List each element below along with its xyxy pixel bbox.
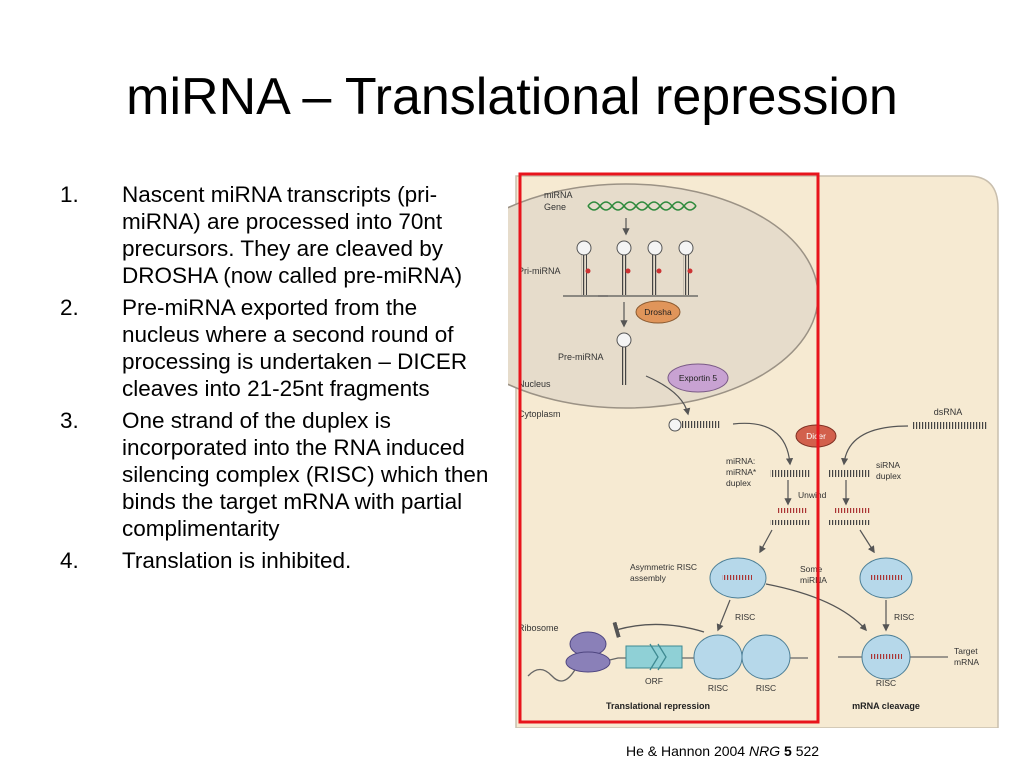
mrna-cleavage-caption: mRNA cleavage (852, 701, 920, 711)
mrna-strand (527, 657, 808, 682)
nucleus-label: Nucleus (518, 379, 551, 389)
step-number: 3. (60, 408, 79, 433)
ribosome-icon (565, 631, 611, 673)
translational-repression-caption: Translational repression (606, 701, 710, 711)
pre-mirna-label: Pre-miRNA (558, 352, 604, 362)
risc-complex (741, 634, 791, 680)
some-mirna-label-line2: miRNA (800, 575, 827, 585)
mirna-pathway-figure: miRNA Gene Pri-miRNA Drosha Pre-miRNA Ex… (508, 172, 999, 728)
risc-label: RISC (876, 678, 896, 688)
arrow (841, 425, 909, 466)
target-mrna-label-line2: mRNA (954, 657, 979, 667)
sirna-duplex (828, 470, 870, 477)
orf-region (625, 645, 683, 669)
step-text: Pre-miRNA exported from the nucleus wher… (122, 295, 468, 401)
inhibition-arrow (612, 621, 705, 638)
mirna-duplex (770, 470, 810, 477)
arrow (732, 422, 794, 466)
unwound-mirna-strands (770, 508, 810, 525)
pri-mirna-hairpin-icon (563, 240, 608, 297)
exportin-label: Exportin 5 (679, 373, 718, 383)
unwound-sirna-strands (828, 508, 870, 525)
risc-label: RISC (894, 612, 914, 622)
arrow (765, 583, 867, 632)
exportin-5-transporter (667, 363, 729, 393)
duplex-label-line2: miRNA* (726, 467, 757, 477)
step-text: One strand of the duplex is incorporated… (122, 408, 489, 541)
duplex-label-line3: duplex (726, 478, 752, 488)
mirna-gene-label: miRNA (544, 190, 573, 200)
dna-helix-icon (587, 201, 697, 211)
step-number: 4. (60, 548, 79, 573)
step-item: 1. Nascent miRNA transcripts (pri-miRNA) … (60, 181, 500, 289)
orf-label: ORF (645, 676, 663, 686)
loaded-mirna-strand (722, 575, 752, 580)
highlight-box (518, 172, 820, 724)
cleaving-sirna-strand (870, 654, 902, 659)
sirna-label-line2: duplex (876, 471, 902, 481)
citation: He & Hannon 2004 NRG 5 522 (626, 742, 819, 760)
dsrna-label: dsRNA (934, 407, 963, 417)
step-number: 2. (60, 295, 79, 320)
dicer-enzyme (795, 424, 837, 448)
gene-label: Gene (544, 202, 566, 212)
step-item: 3. One strand of the duplex is incorporat… (60, 407, 500, 542)
cytoplasm-label: Cytoplasm (518, 409, 561, 419)
ribosome-label: Ribosome (518, 623, 559, 633)
citation-volume: 5 (784, 743, 792, 759)
target-mrna-label-line1: Target (954, 646, 978, 656)
risc-label: RISC (756, 683, 776, 693)
citation-journal: NRG (748, 743, 781, 759)
arrow (716, 599, 731, 632)
dicer-label: Dicer (806, 431, 826, 441)
slide-title: miRNA – Translational repression (126, 68, 898, 126)
risc-complex (693, 634, 743, 680)
orf-break-icon (649, 643, 667, 671)
some-mirna-label-line1: Some (800, 564, 822, 574)
citation-authors: He & Hannon 2004 (626, 743, 746, 759)
step-item: 2. Pre-miRNA exported from the nucleus wh… (60, 294, 500, 402)
step-text: Nascent miRNA transcripts (pri-miRNA) ar… (122, 182, 463, 288)
loaded-sirna-strand (870, 575, 902, 580)
step-item: 4. Translation is inhibited. (60, 547, 500, 574)
sirna-label-line1: siRNA (876, 460, 900, 470)
arrow (759, 529, 773, 554)
drosha-label: Drosha (644, 307, 672, 317)
pri-mirna-hairpin-icon (598, 240, 698, 297)
cytoplasmic-pre-mirna-icon (668, 418, 721, 432)
step-list: 1. Nascent miRNA transcripts (pri-miRNA) … (60, 181, 500, 579)
duplex-label-line1: miRNA: (726, 456, 755, 466)
risc-label: RISC (708, 683, 728, 693)
arrow (645, 375, 691, 416)
pre-mirna-hairpin-icon (616, 332, 632, 385)
citation-page: 522 (795, 743, 820, 759)
asymmetric-risc-label-line2: assembly (630, 573, 667, 583)
unwind-label: Unwind (798, 490, 827, 500)
drosha-enzyme (635, 300, 681, 324)
asymmetric-risc-label-line1: Asymmetric RISC (630, 562, 697, 572)
step-number: 1. (60, 182, 79, 207)
dsrna-strand (912, 422, 988, 429)
arrow (859, 529, 875, 554)
pri-mirna-label: Pri-miRNA (518, 266, 561, 276)
step-text: Translation is inhibited. (122, 548, 352, 573)
risc-label: RISC (735, 612, 755, 622)
